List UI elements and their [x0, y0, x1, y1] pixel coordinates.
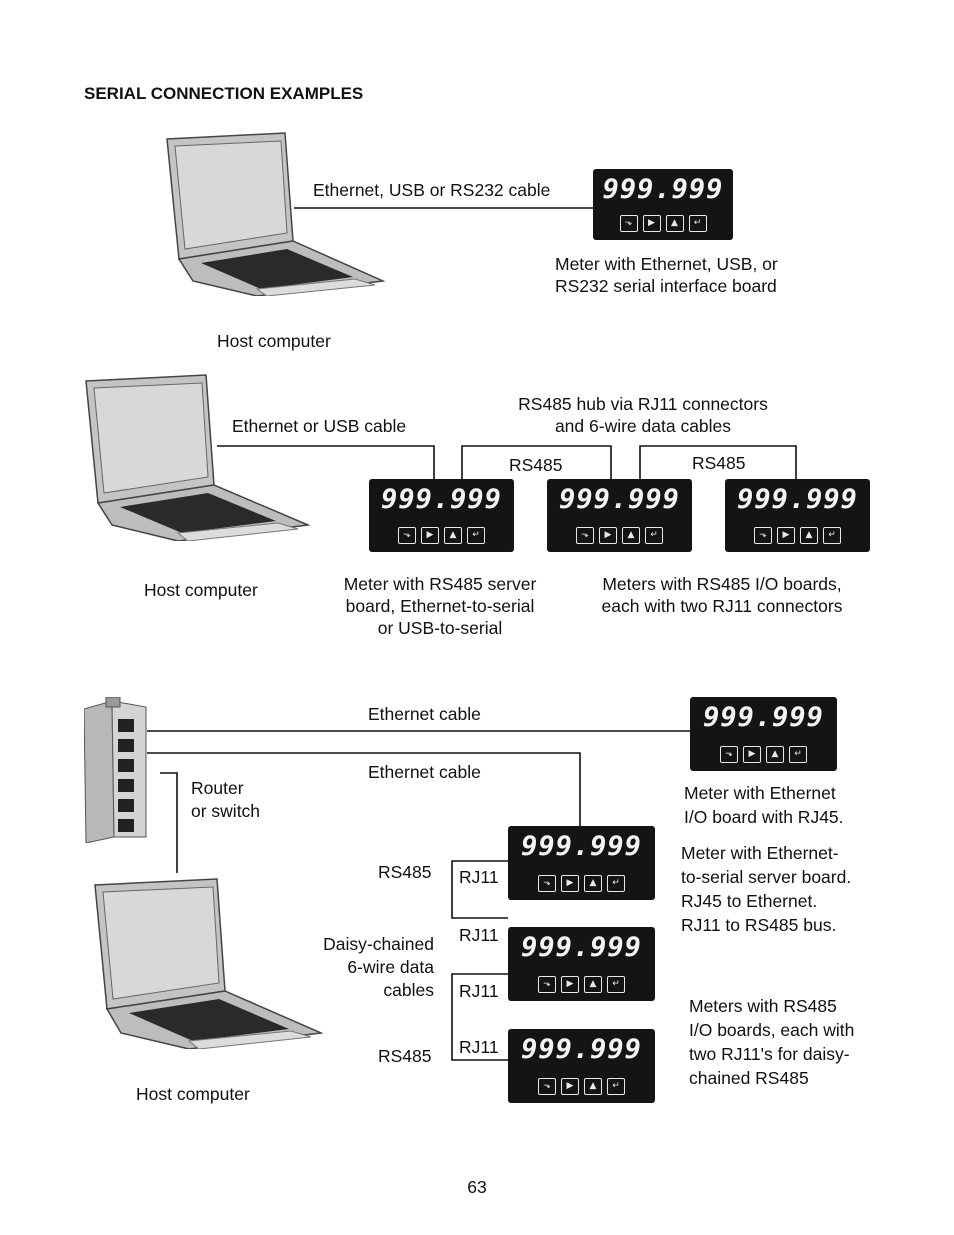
ex3-cable-top-label: Ethernet cable — [368, 704, 481, 724]
ex3-io-caption-line2: I/O boards, each with — [689, 1020, 855, 1040]
menu-icon: ⬎ — [538, 1078, 556, 1095]
ex2-server-caption-line2: board, Ethernet-to-serial — [345, 596, 535, 616]
router-switch — [84, 697, 148, 843]
up-arrow-icon: ▲ — [665, 215, 684, 232]
page-number: 63 — [467, 1177, 487, 1197]
laptop-3 — [93, 877, 323, 1049]
right-arrow-icon: ▶ — [561, 976, 579, 993]
right-arrow-icon: ▶ — [599, 527, 617, 544]
laptop-2 — [84, 373, 310, 541]
ex2-hub-caption-line1: RS485 hub via RJ11 connectors — [518, 394, 768, 414]
ex3-daisy-line1: Daisy-chained — [323, 934, 434, 954]
ex1-cable-label: Ethernet, USB or RS232 cable — [313, 180, 551, 200]
ex3-server-caption-line2: to-serial server board. — [681, 867, 852, 887]
ex2-hub-caption-line2: and 6-wire data cables — [554, 416, 732, 436]
meter-display: 999.999 — [737, 484, 858, 515]
meter-ex3-io-1: 999.999 ⬎ ▶ ▲ ↵ — [508, 927, 655, 1001]
ex2-rs485-label-a: RS485 — [509, 455, 563, 475]
up-arrow-icon: ▲ — [766, 746, 784, 763]
menu-icon: ⬎ — [538, 875, 556, 892]
ex2-host-label: Host computer — [144, 580, 258, 600]
ex3-eth-meter-caption-line1: Meter with Ethernet — [684, 783, 836, 803]
meter-display: 999.999 — [521, 932, 642, 963]
meter-display: 999.999 — [703, 702, 824, 733]
meter-ex3-io-2: 999.999 ⬎ ▶ ▲ ↵ — [508, 1029, 655, 1103]
up-arrow-icon: ▲ — [444, 527, 462, 544]
menu-icon: ⬎ — [720, 746, 738, 763]
right-arrow-icon: ▶ — [642, 215, 661, 232]
ex3-io-caption-line4: chained RS485 — [689, 1068, 809, 1088]
meter-display: 999.999 — [559, 484, 680, 515]
enter-icon: ↵ — [789, 746, 807, 763]
meter-display: 999.999 — [521, 1034, 642, 1065]
ex1-host-label: Host computer — [217, 331, 331, 351]
ex2-rs485-label-b: RS485 — [692, 453, 746, 473]
ex3-router-label-line2: or switch — [191, 801, 261, 821]
up-arrow-icon: ▲ — [584, 1078, 602, 1095]
right-arrow-icon: ▶ — [743, 746, 761, 763]
menu-icon: ⬎ — [538, 976, 556, 993]
ex1-meter-caption-line1: Meter with Ethernet, USB, or — [555, 254, 778, 274]
section-heading: SERIAL CONNECTION EXAMPLES — [84, 84, 364, 103]
up-arrow-icon: ▲ — [800, 527, 818, 544]
laptop-1 — [165, 131, 385, 296]
ex1-meter-caption-line2: RS232 serial interface board — [555, 276, 777, 296]
up-arrow-icon: ▲ — [584, 976, 602, 993]
enter-icon: ↵ — [607, 875, 625, 892]
ex3-rj11-label-4: RJ11 — [459, 1037, 499, 1057]
ex3-rj11-label-1: RJ11 — [459, 867, 499, 887]
laptop-icon — [85, 374, 310, 541]
up-arrow-icon: ▲ — [622, 527, 640, 544]
ex2-cable-label: Ethernet or USB cable — [232, 416, 407, 436]
right-arrow-icon: ▶ — [421, 527, 439, 544]
laptop-icon — [94, 878, 323, 1049]
enter-icon: ↵ — [688, 215, 707, 232]
meter-display: 999.999 — [381, 484, 502, 515]
right-arrow-icon: ▶ — [777, 527, 795, 544]
ex3-server-caption-line3: RJ45 to Ethernet. — [681, 891, 818, 911]
right-arrow-icon: ▶ — [561, 1078, 579, 1095]
meter-display: 999.999 — [521, 831, 642, 862]
enter-icon: ↵ — [467, 527, 485, 544]
ex3-rs485-top-label: RS485 — [378, 862, 432, 882]
enter-icon: ↵ — [607, 1078, 625, 1095]
ex3-host-label: Host computer — [136, 1084, 250, 1104]
ex3-io-caption-line1: Meters with RS485 — [689, 996, 837, 1016]
enter-icon: ↵ — [607, 976, 625, 993]
meter-display: 999.999 — [602, 174, 724, 205]
enter-icon: ↵ — [645, 527, 663, 544]
ex2-io-caption-line2: each with two RJ11 connectors — [601, 596, 843, 616]
meter-ex2-io-1: 999.999 ⬎ ▶ ▲ ↵ — [547, 479, 692, 552]
ex3-server-caption-line1: Meter with Ethernet- — [681, 843, 839, 863]
ex3-router-label-line1: Router — [191, 778, 244, 798]
meter-ex2-server: 999.999 ⬎ ▶ ▲ ↵ — [369, 479, 514, 552]
router-icon — [84, 697, 147, 843]
ex2-server-caption-line3: or USB-to-serial — [377, 618, 503, 638]
laptop-icon — [166, 132, 385, 296]
menu-icon: ⬎ — [398, 527, 416, 544]
up-arrow-icon: ▲ — [584, 875, 602, 892]
meter-ex2-io-2: 999.999 ⬎ ▶ ▲ ↵ — [725, 479, 870, 552]
ex3-rs485-bottom-label: RS485 — [378, 1046, 432, 1066]
ex3-server-caption-line4: RJ11 to RS485 bus. — [681, 915, 837, 935]
right-arrow-icon: ▶ — [561, 875, 579, 892]
ex3-io-caption-line3: two RJ11's for daisy- — [689, 1044, 850, 1064]
ex3-daisy-line3: cables — [383, 980, 434, 1000]
meter-ex3-server: 999.999 ⬎ ▶ ▲ ↵ — [508, 826, 655, 900]
menu-icon: ⬎ — [754, 527, 772, 544]
ex3-eth-meter-caption-line2: I/O board with RJ45. — [684, 807, 844, 827]
meter-ex3-ethernet: 999.999 ⬎ ▶ ▲ ↵ — [690, 697, 837, 771]
ex2-server-caption-line1: Meter with RS485 server — [343, 574, 537, 594]
ex3-rj11-label-2: RJ11 — [459, 925, 499, 945]
ex3-cable-mid-label: Ethernet cable — [368, 762, 481, 782]
meter-ex1: 999.999 ⬎▶▲↵ — [593, 169, 733, 240]
ex3-rj11-label-3: RJ11 — [459, 981, 499, 1001]
menu-icon: ⬎ — [619, 215, 638, 232]
ex3-daisy-line2: 6-wire data — [347, 957, 434, 977]
menu-icon: ⬎ — [576, 527, 594, 544]
ex2-io-caption-line1: Meters with RS485 I/O boards, — [602, 574, 842, 594]
enter-icon: ↵ — [823, 527, 841, 544]
